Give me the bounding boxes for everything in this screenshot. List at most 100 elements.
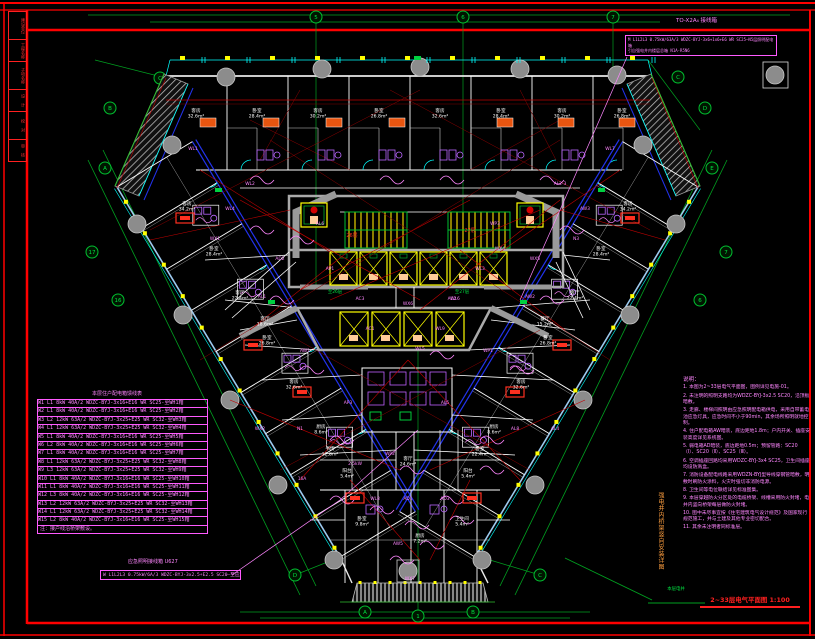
circuit-tag: AD1 bbox=[403, 496, 412, 502]
note-item: 8. 卫生间等电位联结详见标准图集。 bbox=[683, 487, 762, 493]
column-marker bbox=[573, 390, 593, 410]
grid-bubble-label: 16 bbox=[115, 298, 122, 304]
bathroom-pod bbox=[192, 204, 220, 226]
grid-bubble bbox=[533, 568, 547, 582]
grid-bubble bbox=[466, 605, 480, 619]
panel-label-box bbox=[292, 386, 312, 398]
circuit-tag: AC2 bbox=[448, 296, 457, 302]
wall-light-marker bbox=[332, 545, 337, 550]
wall-light-marker bbox=[256, 419, 261, 424]
column-marker bbox=[666, 214, 686, 234]
equipment-box bbox=[199, 117, 217, 128]
grid-bubble-label: 6 bbox=[698, 298, 702, 304]
grid-bubble bbox=[98, 161, 112, 175]
bathroom-pod bbox=[429, 504, 448, 515]
column-marker bbox=[173, 305, 193, 325]
note-item: 3. 走廊、楼梯间照明由应急照明配电箱供电，采用自带蓄电池应急灯具，应急时间不小… bbox=[683, 408, 810, 426]
wall-light-marker bbox=[123, 199, 128, 204]
wall-light-marker bbox=[535, 451, 540, 456]
column-marker bbox=[162, 135, 182, 155]
note-item: 11. 其余未注明者同标准层。 bbox=[683, 525, 745, 531]
feeder-table-title: 本层住户配电箱馈线表 bbox=[92, 391, 143, 397]
circuit-tag: AL4 bbox=[551, 426, 559, 432]
panel-label-box bbox=[505, 386, 525, 398]
wall-light-marker bbox=[497, 514, 502, 519]
elevator-shaft bbox=[371, 311, 401, 347]
circuit-tag: WX4 bbox=[495, 246, 505, 252]
grid-bubble bbox=[85, 245, 99, 259]
circuit-tag: AC1 bbox=[366, 326, 375, 332]
grid-bubble-label: A bbox=[363, 610, 367, 616]
circuit-tag: AW3 bbox=[580, 206, 590, 212]
circuit-tag: AP1 bbox=[326, 266, 335, 272]
circuit-tag: N3 bbox=[573, 236, 579, 242]
title-block-cell: 建设单位 bbox=[8, 11, 27, 39]
circuit-tag: WX5 bbox=[530, 256, 540, 262]
note-item: 4. 住户配电箱AW暗装，底边距地1.8m；户内开关、插座安装高度详见系统图。 bbox=[683, 429, 810, 441]
title-block-strip: 建设单位工程名称子项名称设 计校 对审 核 bbox=[8, 11, 27, 163]
column-marker bbox=[216, 67, 236, 87]
title-block-cell: 校 对 bbox=[8, 111, 27, 139]
circuit-tag: WL7 bbox=[605, 146, 615, 152]
wall-light-marker bbox=[554, 419, 559, 424]
circuit-tag: AL8 bbox=[511, 426, 519, 432]
spec-line-1: M L1L2L3 0.75kW/63A/3 WDZC-BYJ-3x6+1x6+E… bbox=[628, 37, 774, 48]
grid-bubble bbox=[705, 161, 719, 175]
circuit-tag: WL8 bbox=[370, 496, 380, 502]
elevator-shaft bbox=[403, 311, 433, 347]
hatched-wall-left bbox=[114, 73, 189, 197]
grid-bubble-label: 7 bbox=[611, 15, 615, 21]
circuit-tag: AC3 bbox=[356, 296, 365, 302]
bathroom-fixtures bbox=[500, 149, 525, 161]
circuit-tag: AD3 bbox=[440, 496, 449, 502]
note-item: 1. 本图为2~33层电气平面图，图例详见电施-01。 bbox=[683, 385, 792, 391]
grid-bubble bbox=[411, 609, 425, 623]
grid-bubble-label: 7 bbox=[724, 250, 728, 256]
grid-bubble-label: C bbox=[158, 76, 162, 82]
wall-light-marker bbox=[199, 325, 204, 330]
bathroom-pod bbox=[462, 426, 489, 448]
column-marker bbox=[633, 135, 653, 155]
column-marker bbox=[324, 550, 344, 570]
elevator-shaft bbox=[359, 251, 388, 286]
wall-light-marker bbox=[649, 262, 654, 267]
wall-light-marker bbox=[237, 388, 242, 393]
column-marker bbox=[127, 214, 147, 234]
wall-light-marker bbox=[294, 482, 299, 487]
green-tag: 至26层 bbox=[328, 289, 343, 295]
title-block-cell: 设 计 bbox=[8, 89, 27, 111]
panel-label-box bbox=[620, 212, 640, 224]
callout-box bbox=[762, 61, 789, 89]
panel-label-box bbox=[462, 492, 482, 504]
wall-light-marker bbox=[275, 451, 280, 456]
grid-bubble bbox=[111, 293, 125, 307]
grid-bubble bbox=[671, 70, 685, 84]
callout-circle bbox=[765, 65, 785, 85]
wall-light-marker bbox=[218, 357, 223, 362]
circuit-tag: WX2 bbox=[255, 426, 265, 432]
circuit-tag: N1 bbox=[297, 426, 303, 432]
elevator-shaft bbox=[419, 251, 448, 286]
hatched-balcony bbox=[351, 582, 489, 603]
notes-block: 说明： 1. 本图为2~33层电气平面图，图例详见电施-01。2. 未注明的照明… bbox=[683, 377, 810, 534]
